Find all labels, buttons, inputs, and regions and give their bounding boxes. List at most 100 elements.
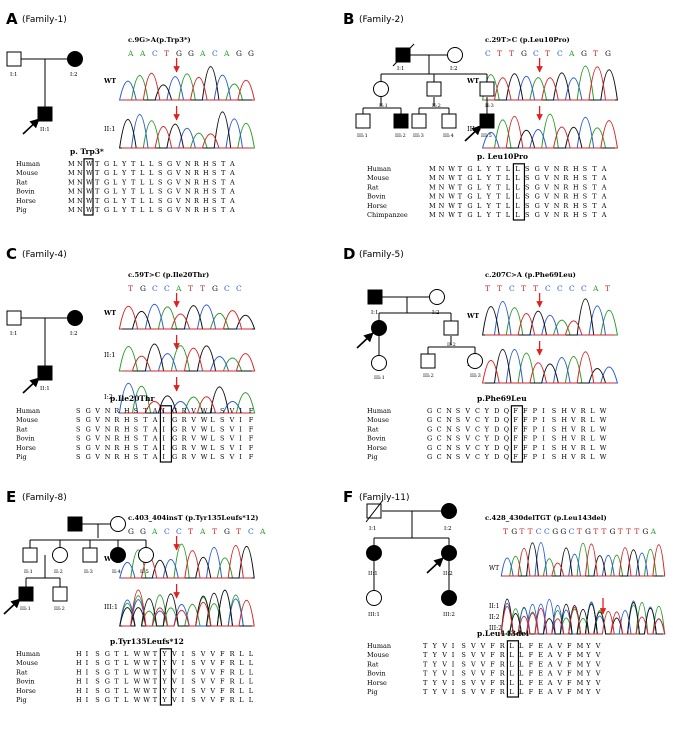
individual-label: II:4: [112, 569, 121, 575]
chromatogram-trace: [118, 304, 256, 330]
residue: S: [583, 202, 587, 210]
family-label: (Family-5): [359, 250, 404, 260]
residue: G: [535, 211, 540, 219]
residue: F: [220, 668, 225, 676]
residue: Y: [486, 183, 492, 191]
residue: L: [140, 169, 145, 177]
residue: N: [554, 193, 560, 201]
residue: N: [554, 211, 560, 219]
residue: I: [452, 660, 455, 668]
residue: Y: [161, 696, 167, 704]
chromatogram-trace: [482, 298, 618, 336]
residue: W: [134, 659, 141, 667]
residue: N: [185, 197, 191, 205]
base-letter: C: [152, 284, 158, 293]
residue: T: [143, 435, 148, 443]
protein-change: p.Leu143del: [477, 629, 529, 638]
individual-label: I:1: [10, 331, 18, 337]
residue: H: [76, 687, 82, 695]
trace-curve: [122, 386, 252, 414]
residue: D: [494, 444, 499, 452]
species-label: Bovin: [367, 435, 386, 443]
residue: V: [175, 178, 181, 186]
residue: V: [570, 407, 576, 415]
residue: N: [77, 197, 83, 205]
residue: L: [210, 407, 215, 415]
residue: L: [124, 659, 129, 667]
individual-label: III:2: [395, 133, 406, 139]
base-letter: T: [128, 284, 133, 293]
residue: E: [538, 688, 543, 696]
residue: S: [461, 660, 465, 668]
female-symbol: [441, 503, 457, 519]
residue: C: [475, 453, 480, 461]
base-letter: C: [536, 527, 542, 536]
residue: P: [533, 425, 538, 433]
residue: A: [547, 660, 553, 668]
residue: I: [542, 425, 545, 433]
base-letter: C: [509, 284, 515, 293]
residue: I: [239, 425, 242, 433]
residue: Y: [121, 169, 127, 177]
residue: L: [519, 688, 524, 696]
individual-label: II:5: [140, 569, 149, 575]
male-symbol: [426, 81, 442, 97]
residue: G: [86, 425, 91, 433]
residue: V: [200, 650, 206, 658]
residue: T: [592, 202, 597, 210]
residue: S: [456, 407, 460, 415]
residue: V: [480, 679, 486, 687]
residue: L: [210, 416, 215, 424]
family-label: (Family-1): [22, 15, 67, 25]
residue: S: [191, 696, 195, 704]
residue: N: [185, 160, 191, 168]
individual-label: I:1: [371, 310, 379, 316]
residue: H: [573, 165, 579, 173]
residue: N: [105, 444, 111, 452]
residue: L: [113, 160, 118, 168]
residue: R: [230, 668, 236, 676]
species-label: Horse: [367, 444, 387, 452]
residue: Y: [432, 651, 438, 659]
residue: N: [439, 174, 445, 182]
residue: S: [461, 688, 465, 696]
residue: V: [94, 416, 100, 424]
residue: L: [590, 453, 595, 461]
residue: G: [172, 435, 177, 443]
residue: G: [86, 416, 91, 424]
residue: L: [124, 687, 129, 695]
residue: I: [239, 444, 242, 452]
residue: Y: [121, 160, 127, 168]
residue: H: [561, 407, 567, 415]
individual-label: III:3: [470, 373, 481, 379]
residue: R: [581, 453, 587, 461]
residue: W: [143, 668, 150, 676]
trace-label: WT: [489, 565, 499, 572]
residue: V: [470, 670, 476, 678]
residue: L: [113, 169, 118, 177]
residue: Y: [432, 679, 438, 687]
residue: C: [475, 435, 480, 443]
residue: V: [570, 444, 576, 452]
base-letter: C: [248, 527, 254, 536]
residue: M: [577, 679, 584, 687]
residue: S: [95, 659, 99, 667]
residue: V: [556, 688, 562, 696]
base-letter: T: [545, 49, 550, 58]
residue: L: [590, 407, 595, 415]
trace-label: I:2: [104, 393, 113, 401]
residue: I: [182, 687, 185, 695]
base-letter: G: [176, 49, 182, 58]
residue: R: [581, 407, 587, 415]
residue: I: [162, 416, 165, 424]
residue: A: [601, 183, 607, 191]
residue: G: [172, 444, 177, 452]
residue: I: [162, 407, 165, 415]
residue: A: [601, 211, 607, 219]
residue: N: [77, 188, 83, 196]
individual-label: I:1: [369, 526, 377, 532]
species-label: Rat: [367, 660, 379, 668]
